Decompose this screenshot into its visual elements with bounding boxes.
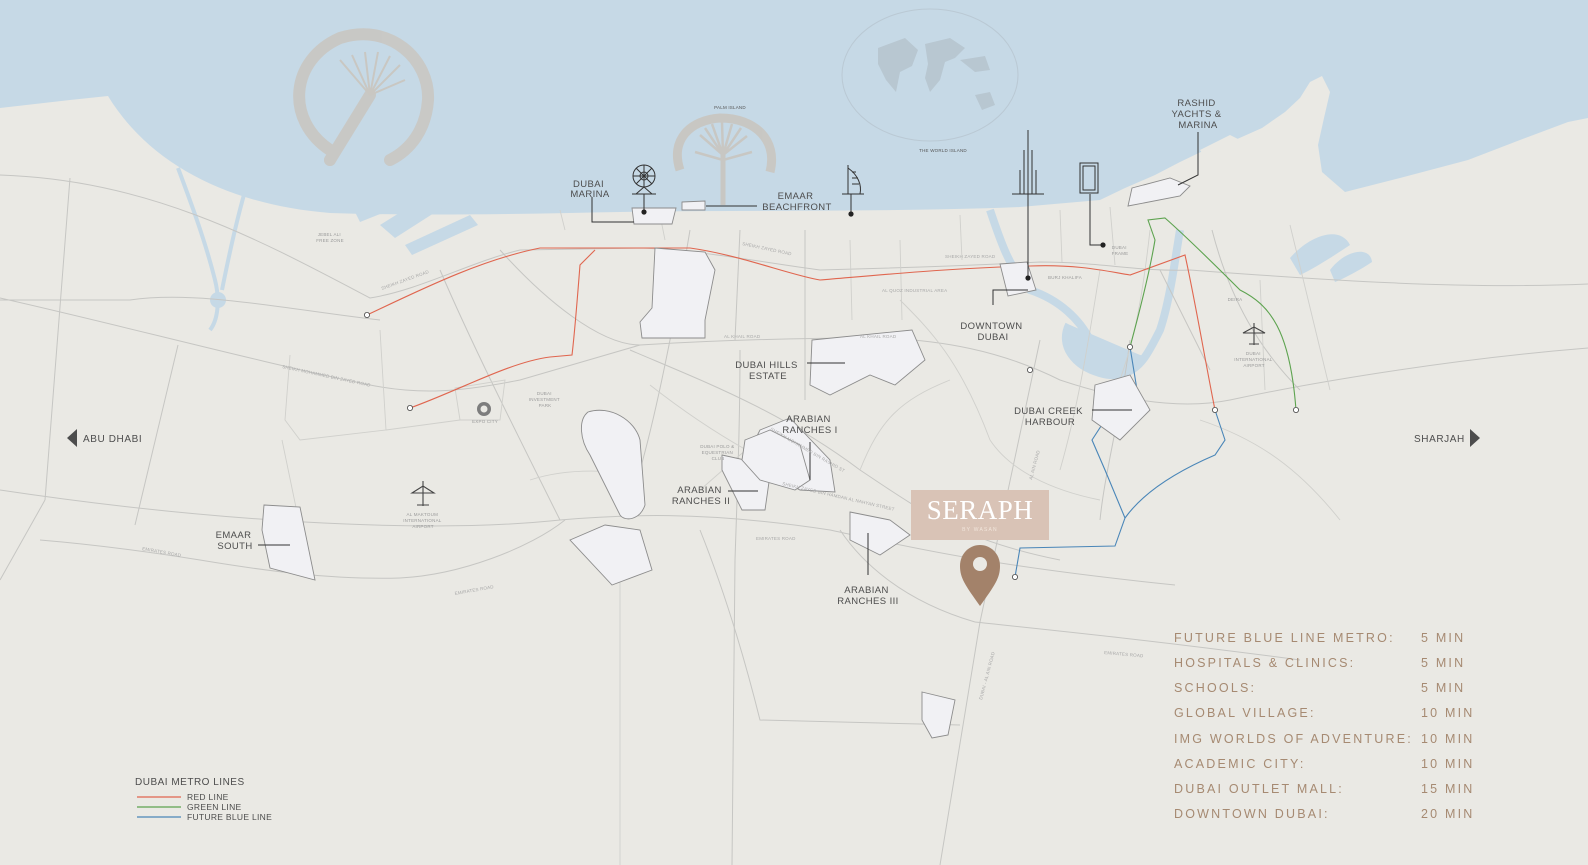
- metro-legend: DUBAI METRO LINES RED LINE GREEN LINE FU…: [135, 777, 272, 822]
- burj-al-arab-icon: [842, 165, 864, 195]
- distance-time: 20 MIN: [1421, 807, 1475, 821]
- arrow-left-icon: [67, 429, 77, 447]
- label-emaar-south: EMAAR SOUTH: [216, 530, 255, 552]
- palm-jebel-ali: [293, 28, 435, 166]
- label-dxb-airport: DUBAI INTERNATIONAL AIRPORT: [1234, 351, 1274, 368]
- road-label-emirates-4: EMIRATES ROAD: [1104, 650, 1144, 658]
- road-label-emirates-2: EMIRATES ROAD: [454, 584, 494, 596]
- distance-time: 10 MIN: [1421, 706, 1475, 720]
- district-emaar-beachfront: [681, 200, 706, 211]
- legend-green-line: GREEN LINE: [187, 802, 242, 812]
- label-dubai-hills: DUBAI HILLS ESTATE: [735, 360, 801, 382]
- districts: [261, 177, 1191, 739]
- distance-time: 5 MIN: [1421, 681, 1465, 695]
- small-labels: PALM ISLAND THE WORLD ISLAND JEBEL ALI F…: [316, 105, 1274, 529]
- label-dubai-frame: DUBAI FRAME: [1112, 245, 1129, 256]
- direction-sharjah: SHARJAH: [1414, 429, 1480, 447]
- district-emaar-south: [261, 504, 316, 581]
- distance-name: IMG WORLDS OF ADVENTURE:: [1174, 732, 1413, 746]
- label-dip: DUBAI INVESTMENT PARK: [529, 391, 561, 408]
- district-creek: [1091, 374, 1151, 441]
- district-studio: [569, 524, 653, 586]
- distance-time: 10 MIN: [1421, 757, 1475, 771]
- metro-lines: [366, 217, 1297, 578]
- legend-blue-line: FUTURE BLUE LINE: [187, 812, 272, 822]
- label-maktoum-airport: AL MAKTOUM INTERNATIONAL AIRPORT: [403, 512, 443, 529]
- district-polo: [741, 429, 811, 491]
- label-expo-city: EXPO CITY: [472, 419, 498, 424]
- expo-icon: [477, 402, 491, 416]
- khor-canal: [176, 167, 252, 332]
- district-rashid: [1127, 177, 1191, 207]
- road-label-szr-3: SHEIKH ZAYED ROAD: [945, 254, 996, 259]
- airplane-icon-maktoum: [410, 481, 436, 506]
- distance-time: 5 MIN: [1421, 631, 1465, 645]
- distances-list: FUTURE BLUE LINE METRO: 5 MIN HOSPITALS …: [1174, 631, 1475, 821]
- label-ranches-3: ARABIAN RANCHES III: [837, 585, 898, 607]
- lagoons: [1290, 234, 1372, 282]
- label-rashid-yachts: RASHID YACHTS & MARINA: [1171, 98, 1224, 131]
- red-line-branch: [409, 249, 596, 409]
- road-label-emirates-1: EMIRATES ROAD: [142, 546, 182, 558]
- label-emaar-beachfront: EMAAR BEACHFRONT: [762, 191, 831, 213]
- label-dubai-creek: DUBAI CREEK HARBOUR: [1014, 406, 1086, 428]
- legend-red-line: RED LINE: [187, 792, 229, 802]
- distance-name: DUBAI OUTLET MALL:: [1174, 782, 1344, 796]
- label-deira: DEIRA: [1228, 297, 1243, 302]
- location-pin-icon: [960, 545, 1000, 606]
- pointer-lines: [258, 132, 1199, 575]
- green-line: [1129, 217, 1297, 411]
- distance-name: FUTURE BLUE LINE METRO:: [1174, 631, 1395, 645]
- brand-box: [911, 490, 1049, 540]
- red-line: [366, 247, 1216, 411]
- distance-name: DOWNTOWN DUBAI:: [1174, 807, 1330, 821]
- road-label-al-quoz: AL QUOZ INDUSTRIAL AREA: [882, 288, 947, 293]
- label-jebel-ali: JEBEL ALI FREE ZONE: [316, 232, 344, 243]
- label-palm-island: PALM ISLAND: [714, 105, 746, 110]
- seraph-brand: SERAPH BY WASAN: [911, 490, 1049, 606]
- metro-stations: [363, 311, 1300, 581]
- district-dubai-hills: [809, 329, 926, 396]
- distance-time: 15 MIN: [1421, 782, 1475, 796]
- label-burj-khalifa: BURJ KHALIFA: [1048, 275, 1082, 280]
- brand-sub: BY WASAN: [962, 527, 998, 533]
- district-marina: [631, 207, 677, 225]
- airplane-icon-dxb: [1242, 323, 1266, 345]
- label-dubai-polo: DUBAI POLO & EQUESTRIAN CLUB: [700, 444, 736, 461]
- direction-west-label: ABU DHABI: [83, 434, 142, 445]
- distance-name: GLOBAL VILLAGE:: [1174, 706, 1316, 720]
- port-channels: [355, 175, 478, 255]
- district-downtown: [999, 261, 1037, 297]
- road-label-emirates-3: EMIRATES ROAD: [756, 536, 796, 541]
- arrow-right-icon: [1470, 429, 1480, 447]
- label-dubai-marina: DUBAI MARINA: [570, 179, 610, 200]
- label-ranches-1: ARABIAN RANCHES I: [782, 414, 837, 436]
- pointer-dots: [641, 209, 1106, 281]
- brand-name: SERAPH: [927, 495, 1034, 525]
- world-island: [841, 8, 1019, 142]
- dubai-frame-icon: [1079, 162, 1099, 194]
- label-world-island: THE WORLD ISLAND: [919, 148, 967, 153]
- label-ranches-2: ARABIAN RANCHES II: [672, 485, 730, 507]
- palm-jebel-ali-fronds: [339, 51, 406, 96]
- palm-jumeirah: [672, 113, 776, 205]
- distance-name: HOSPITALS & CLINICS:: [1174, 656, 1355, 670]
- district-south: [921, 691, 956, 739]
- distance-name: SCHOOLS:: [1174, 681, 1256, 695]
- district-ranches-3: [849, 511, 911, 556]
- road-label-al-khail-2: AL KHAIL ROAD: [860, 334, 897, 339]
- burj-khalifa-icon: [1012, 130, 1044, 195]
- direction-abu-dhabi: ABU DHABI: [67, 429, 142, 447]
- district-lake: [581, 409, 646, 520]
- road-label-al-khail: AL KHAIL ROAD: [724, 334, 761, 339]
- district-al-barsha: [639, 247, 716, 339]
- direction-east-label: SHARJAH: [1414, 434, 1465, 445]
- distance-name: ACADEMIC CITY:: [1174, 757, 1306, 771]
- distance-time: 5 MIN: [1421, 656, 1465, 670]
- distance-time: 10 MIN: [1421, 732, 1475, 746]
- landmark-labels: DUBAI MARINA EMAAR BEACHFRONT RASHID YAC…: [216, 98, 1224, 607]
- label-downtown-dubai: DOWNTOWN DUBAI: [960, 321, 1025, 343]
- legend-title: DUBAI METRO LINES: [135, 777, 245, 788]
